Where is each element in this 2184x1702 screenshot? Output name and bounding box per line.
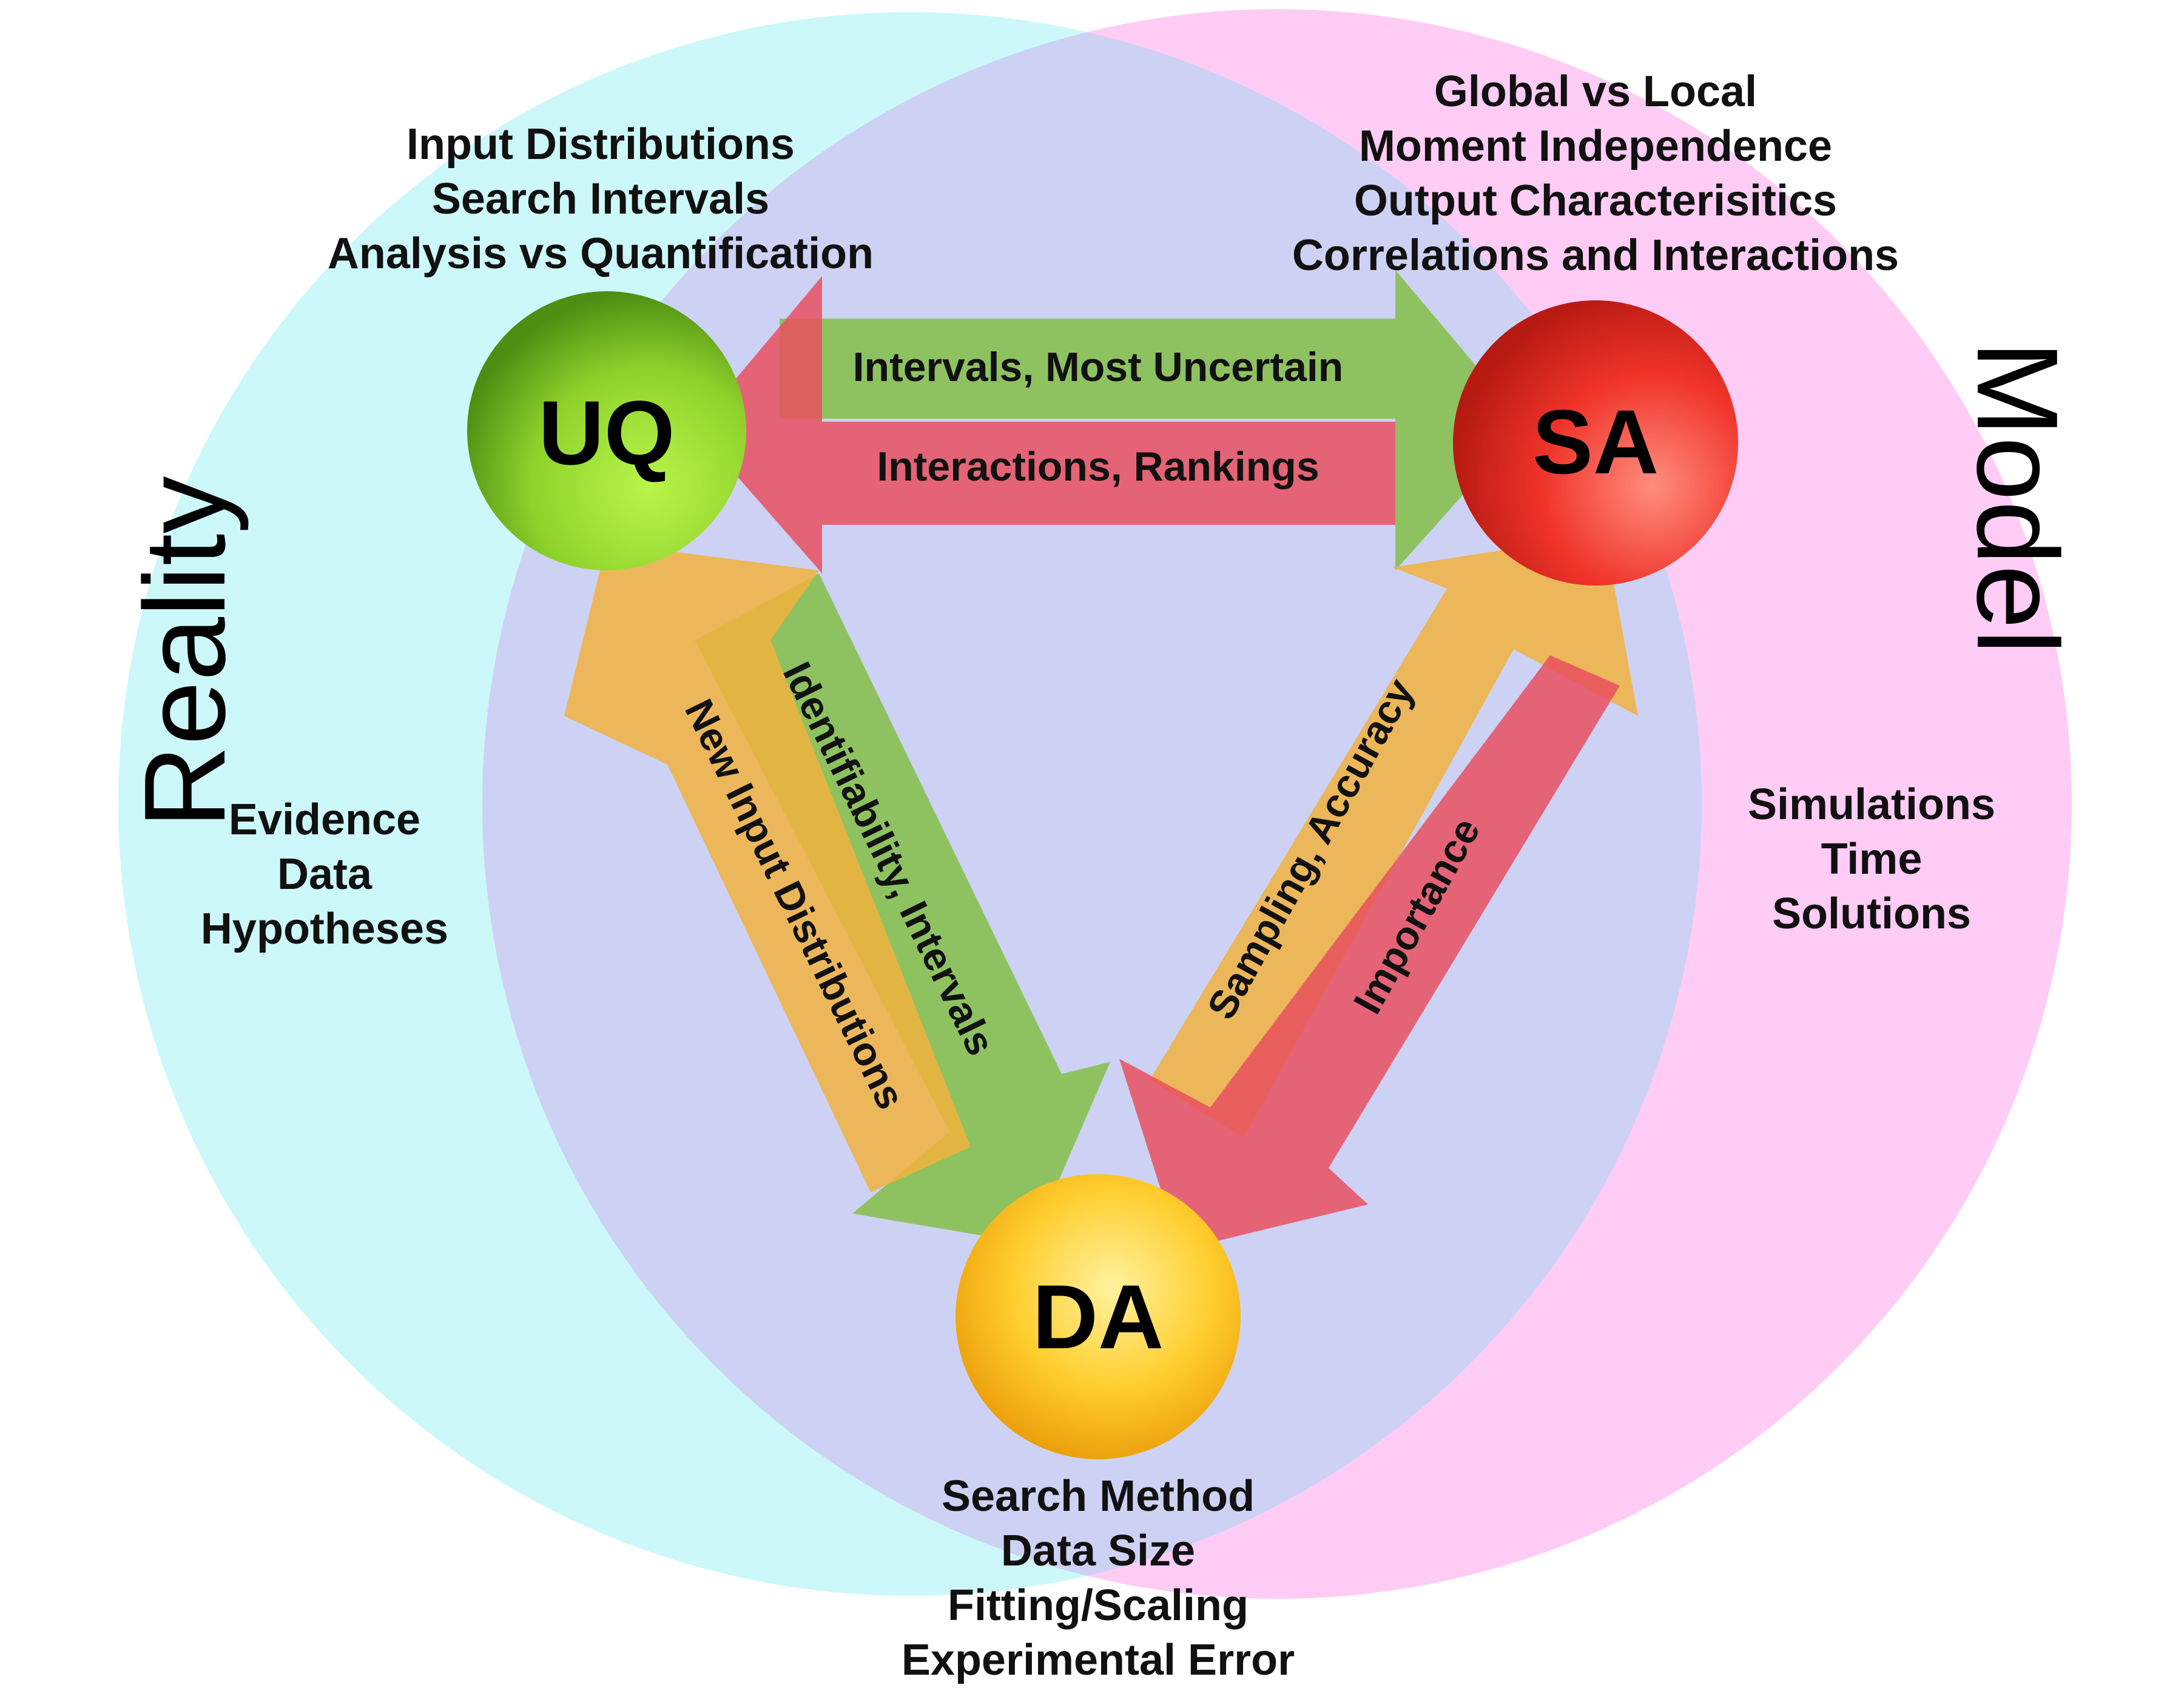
sa-note: Moment Independence <box>1359 122 1832 171</box>
model-note: Time <box>1821 835 1923 883</box>
da-note: Experimental Error <box>902 1636 1295 1684</box>
da-notes: Search Method Data Size Fitting/Scaling … <box>902 1472 1295 1684</box>
model-note: Solutions <box>1772 890 1971 938</box>
reality-note: Evidence <box>229 795 420 844</box>
uq-label: UQ <box>539 382 675 484</box>
reality-label: Reality <box>121 476 249 829</box>
reality-notes: Evidence Data Hypotheses <box>201 795 448 953</box>
sa-note: Global vs Local <box>1434 67 1757 116</box>
uq-note: Analysis vs Quantification <box>328 229 874 278</box>
arrow-uq-to-sa <box>780 270 1526 570</box>
da-note: Fitting/Scaling <box>948 1581 1249 1630</box>
arrow-label-uq-to-sa: Intervals, Most Uncertain <box>853 344 1344 390</box>
node-da[interactable]: DA <box>956 1174 1241 1459</box>
da-label: DA <box>1033 1266 1164 1368</box>
reality-note: Hypotheses <box>201 905 448 953</box>
reality-note: Data <box>277 850 372 899</box>
arrow-label-sa-to-uq: Interactions, Rankings <box>877 444 1319 490</box>
sa-note: Correlations and Interactions <box>1292 231 1899 280</box>
arrow-sa-to-da <box>1119 655 1620 1250</box>
arrow-da-to-uq <box>564 543 971 1192</box>
sa-note: Output Characterisitics <box>1354 177 1837 225</box>
uq-circle <box>467 291 746 570</box>
da-note: Data Size <box>1001 1527 1195 1575</box>
uq-note: Search Intervals <box>432 175 769 223</box>
arrow-da-to-sa <box>1150 534 1638 1138</box>
arrow-sa-to-uq <box>695 276 1395 573</box>
sa-label: SA <box>1532 391 1659 493</box>
model-note: Simulations <box>1748 780 1995 829</box>
sa-circle <box>1453 300 1738 586</box>
node-sa[interactable]: SA <box>1453 300 1738 586</box>
model-label: Model <box>1953 340 2081 655</box>
da-note: Search Method <box>942 1472 1255 1521</box>
uq-notes: Input Distributions Search Intervals Ana… <box>328 120 874 278</box>
model-notes: Simulations Time Solutions <box>1748 780 1995 938</box>
uq-note: Input Distributions <box>406 120 795 169</box>
da-circle <box>956 1174 1241 1459</box>
sa-notes: Global vs Local Moment Independence Outp… <box>1292 67 1899 280</box>
arrows <box>564 270 1638 1250</box>
node-uq[interactable]: UQ <box>467 291 746 570</box>
